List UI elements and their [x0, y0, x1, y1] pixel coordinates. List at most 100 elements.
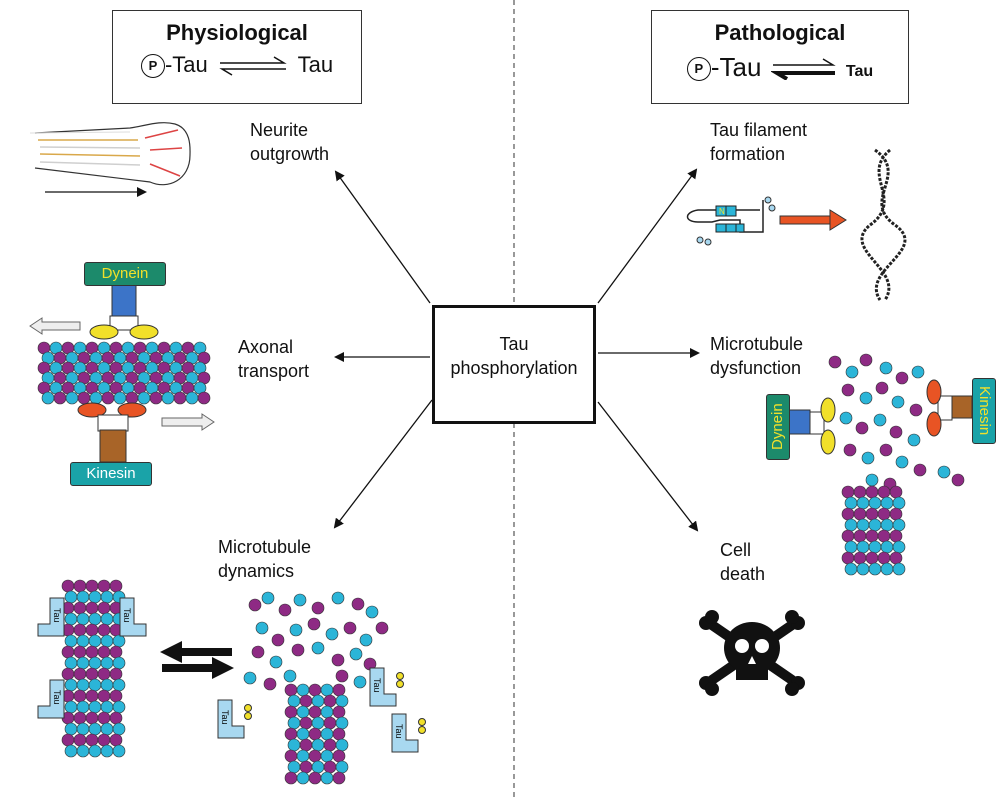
tubulin-subunit — [320, 749, 334, 763]
tubulin-subunit — [65, 391, 79, 405]
depolymerized-microtubule — [841, 485, 906, 576]
tubulin-subunit — [308, 727, 322, 741]
tubulin-subunit — [828, 355, 842, 369]
tubulin-subunit — [844, 562, 858, 576]
tubulin-subunit — [284, 727, 298, 741]
tubulin-subunit — [89, 391, 103, 405]
n-terminus-tag: N — [719, 207, 725, 216]
tubulin-subunit — [332, 705, 346, 719]
tubulin-subunit — [88, 678, 102, 692]
tubulin-subunit — [868, 496, 882, 510]
tubulin-subunit — [853, 485, 867, 499]
tubulin-subunit — [255, 621, 269, 635]
tubulin-subunit — [861, 451, 875, 465]
tubulin-subunit — [248, 598, 262, 612]
tubulin-subunit — [100, 634, 114, 648]
tubulin-subunit — [185, 391, 199, 405]
tubulin-subunit — [88, 722, 102, 736]
tubulin-subunit — [865, 485, 879, 499]
tau-shape — [37, 597, 65, 637]
tubulin-subunit — [880, 518, 894, 532]
phosphate-circle: P — [140, 54, 165, 79]
tau-label: Tau — [845, 63, 874, 80]
tubulin-subunit — [100, 678, 114, 692]
tubulin-subunit — [323, 760, 337, 774]
tubulin-subunit — [263, 677, 277, 691]
tubulin-subunit — [100, 590, 114, 604]
shifted-arrow-icon — [769, 58, 836, 81]
tubulin-subunit — [287, 716, 301, 730]
tubulin-subunit — [877, 485, 891, 499]
paired-helical-filament — [860, 148, 907, 301]
tubulin-subunit — [109, 645, 123, 659]
tubulin-subunit — [325, 627, 339, 641]
tubulin-subunit — [331, 653, 345, 667]
tubulin-subunit — [841, 485, 855, 499]
tubulin-subunit — [844, 496, 858, 510]
tau-shape — [119, 597, 147, 637]
tubulin-subunit — [895, 455, 909, 469]
tubulin-subunit — [375, 621, 389, 635]
tubulin-subunit — [85, 711, 99, 725]
ptau-label: -Tau — [164, 52, 208, 77]
tubulin-subunit — [913, 463, 927, 477]
tubulin-subunit — [856, 496, 870, 510]
tubulin-subunit — [868, 562, 882, 576]
tubulin-subunit — [299, 738, 313, 752]
tubulin-subunit — [335, 694, 349, 708]
tubulin-subunit — [149, 391, 163, 405]
tau-molecule: Tau — [217, 699, 252, 739]
scattered-tubulin — [828, 353, 965, 491]
tubulin-subunit — [283, 669, 297, 683]
equilibrium-arrow-top — [160, 641, 232, 663]
tubulin-subunit — [308, 705, 322, 719]
tubulin-subunit — [61, 733, 75, 747]
tubulin-subunit — [161, 391, 175, 405]
tubulin-subunit — [323, 694, 337, 708]
tubulin-subunit — [284, 749, 298, 763]
tubulin-subunit — [261, 591, 275, 605]
tubulin-subunit — [100, 744, 114, 758]
tubulin-subunit — [892, 496, 906, 510]
tubulin-subunit — [873, 413, 887, 427]
tubulin-subunit — [73, 689, 87, 703]
tubulin-subunit — [841, 551, 855, 565]
tubulin-subunit — [73, 601, 87, 615]
phosphate-dot — [418, 718, 426, 726]
tubulin-subunit — [100, 612, 114, 626]
tubulin-subunit — [845, 365, 859, 379]
tubulin-subunit — [877, 507, 891, 521]
tubulin-subunit — [97, 623, 111, 637]
dynein-stalk — [111, 283, 137, 317]
tubulin-subunit — [307, 617, 321, 631]
leftward-arrow-icon — [29, 317, 81, 335]
tubulin-subunit — [311, 694, 325, 708]
pathological-header: Pathological P-Tau Tau — [651, 10, 909, 104]
tubulin-subunit — [41, 391, 55, 405]
tubulin-subunit — [879, 361, 893, 375]
tubulin-subunit — [73, 623, 87, 637]
rightward-arrow-icon — [161, 413, 215, 431]
tubulin-subunit — [64, 722, 78, 736]
short-microtubule — [284, 683, 349, 785]
tubulin-subunit — [951, 473, 965, 487]
tau-tag-label: Tau — [394, 724, 404, 739]
tubulin-subunit — [889, 425, 903, 439]
tubulin-subunit — [76, 700, 90, 714]
tubulin-subunit — [243, 671, 257, 685]
tau-shape — [37, 679, 65, 719]
effect-arrows — [333, 168, 700, 532]
tubulin-subunit — [73, 667, 87, 681]
tubulin-subunit — [61, 667, 75, 681]
tubulin-subunit — [287, 694, 301, 708]
phosphate-circle: P — [686, 57, 711, 82]
tubulin-subunit — [113, 391, 127, 405]
phosphate-dot — [396, 680, 404, 688]
tubulin-subunit — [332, 771, 346, 785]
tubulin-subunit — [61, 645, 75, 659]
tubulin-subunit — [88, 656, 102, 670]
